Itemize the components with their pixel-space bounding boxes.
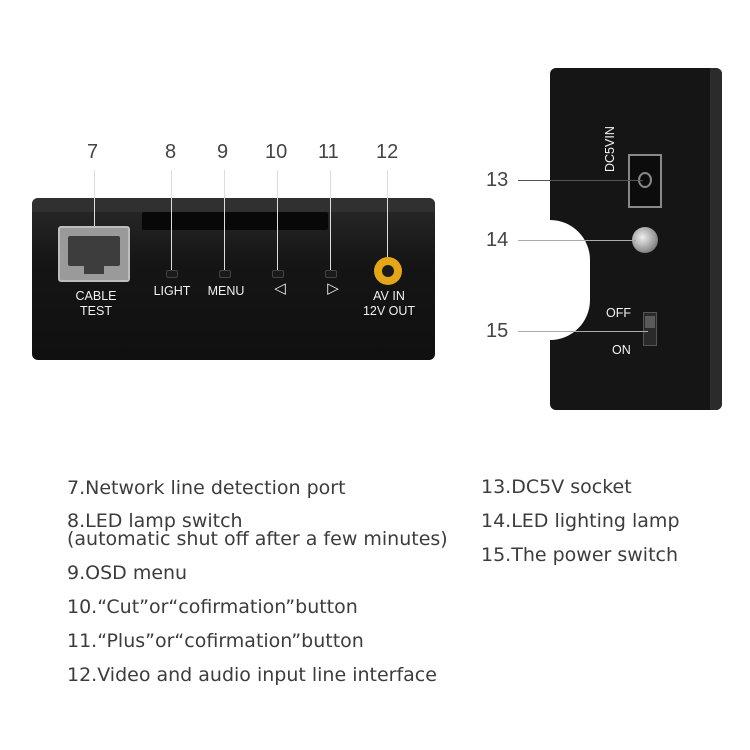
leader-14 (518, 240, 636, 241)
network-port-tab (84, 264, 104, 274)
left-button[interactable] (272, 270, 284, 278)
cable-test-label: CABLE TEST (75, 289, 117, 318)
desc-13: 13.DC5V socket (481, 476, 632, 498)
leader-12 (387, 170, 388, 260)
callout-8: 8 (165, 141, 177, 163)
desc-12: 12.Video and audio input line interface (67, 664, 437, 686)
left-arrow-label: ◁ (274, 280, 286, 297)
leader-11 (330, 170, 331, 270)
light-button[interactable] (166, 270, 178, 278)
leader-10 (277, 170, 278, 270)
desc-15: 15.The power switch (481, 544, 679, 566)
leader-13 (518, 180, 643, 181)
leader-15 (518, 331, 648, 332)
right-button[interactable] (325, 270, 337, 278)
leader-7 (94, 170, 95, 250)
leader-9 (224, 170, 225, 270)
desc-9: 9.OSD menu (67, 562, 188, 584)
light-label: LIGHT (153, 284, 191, 298)
callout-15: 15 (486, 320, 509, 342)
led-lamp (632, 227, 658, 253)
desc-10: 10.“Cut”or“cofirmation”button (67, 596, 358, 618)
card-slot (142, 212, 328, 230)
av-jack-hole (382, 265, 394, 277)
leader-8 (171, 170, 172, 270)
device-front-top-edge (32, 198, 435, 212)
desc-7: 7.Network line detection port (67, 477, 346, 499)
desc-14: 14.LED lighting lamp (481, 510, 680, 532)
callout-9: 9 (217, 141, 229, 163)
av-label: AV IN 12V OUT (362, 289, 416, 318)
callout-12: 12 (376, 141, 399, 163)
callout-14: 14 (486, 229, 509, 251)
desc-8-note: (automatic shut off after a few minutes) (67, 528, 448, 550)
desc-8: 8.LED lamp switch (67, 510, 243, 532)
right-arrow-label: ▷ (327, 280, 339, 297)
power-switch-knob (645, 316, 655, 328)
callout-13: 13 (486, 169, 509, 191)
desc-11: 11.“Plus”or“cofirmation”button (67, 630, 364, 652)
switch-off-label: OFF (606, 306, 631, 320)
menu-label: MENU (207, 284, 245, 298)
menu-button[interactable] (219, 270, 231, 278)
device-side-edge (710, 68, 722, 410)
callout-11: 11 (318, 141, 339, 163)
dc-label: DC5VIN (603, 126, 617, 172)
network-port-socket (68, 236, 120, 266)
callout-10: 10 (265, 141, 288, 163)
callout-7: 7 (87, 141, 99, 163)
switch-on-label: ON (612, 343, 631, 357)
